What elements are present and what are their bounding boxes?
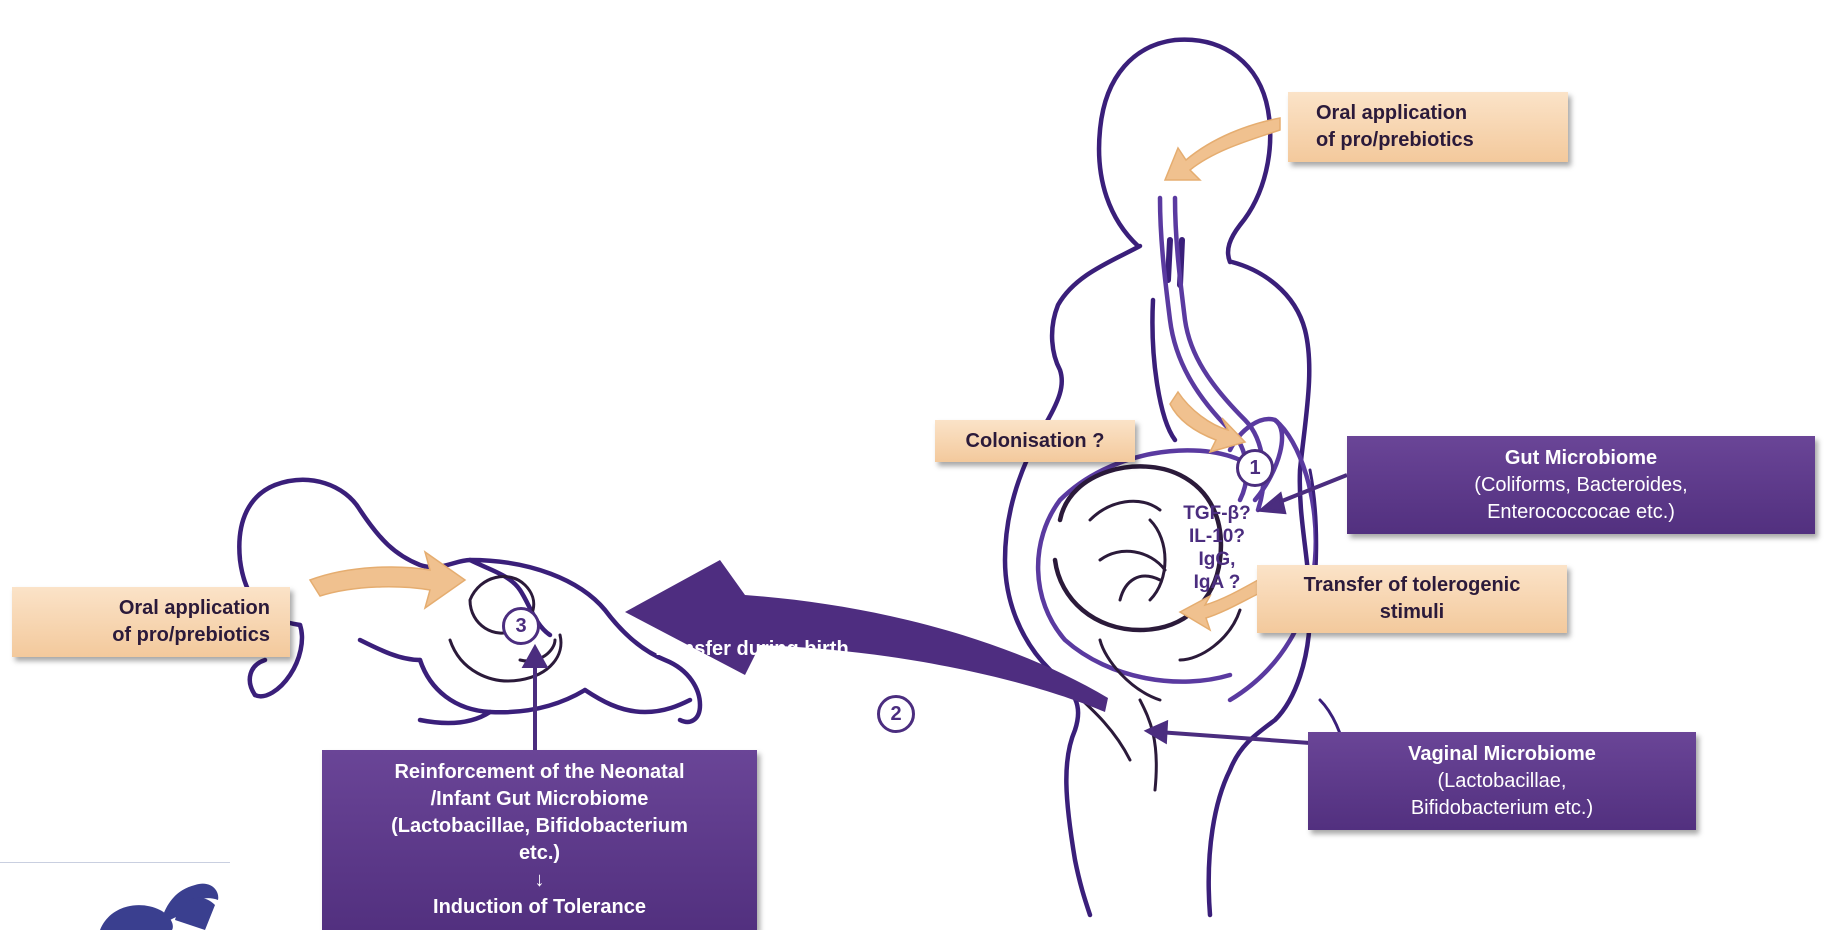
tolerogenic-line2: stimuli — [1380, 599, 1444, 626]
palm-tree-logo-icon — [100, 884, 218, 930]
cytokine-il10: IL-10? — [1172, 525, 1262, 548]
oral-left-line1: Oral application — [119, 595, 270, 622]
vaginal-microbiome-title: Vaginal Microbiome — [1408, 741, 1596, 768]
colonisation-box: Colonisation ? — [935, 420, 1135, 462]
logo-divider — [0, 862, 230, 863]
oral-top-line1: Oral application — [1316, 100, 1467, 127]
cytokine-igg: IgG, — [1172, 548, 1262, 571]
gut-microbiome-title: Gut Microbiome — [1505, 445, 1657, 472]
reinforcement-line3: (Lactobacillae, Bifidobacterium — [391, 813, 688, 840]
vaginal-microbiome-line2: Bifidobacterium etc.) — [1411, 795, 1593, 822]
transfer-tolerogenic-box: Transfer of tolerogenic stimuli — [1257, 565, 1567, 633]
step-2-badge: 2 — [877, 695, 915, 733]
down-arrow-icon: ↓ — [535, 867, 545, 894]
step-3-badge: 3 — [502, 607, 540, 645]
tan-arrow-infant — [310, 552, 465, 608]
step-1-badge: 1 — [1236, 449, 1274, 487]
gut-microbiome-box: Gut Microbiome (Coliforms, Bacteroides, … — [1347, 436, 1815, 534]
tan-arrow-top — [1165, 118, 1280, 180]
vaginal-microbiome-box: Vaginal Microbiome (Lactobacillae, Bifid… — [1308, 732, 1696, 830]
infant-outline — [239, 480, 700, 723]
reinforcement-line4: etc.) — [519, 840, 560, 867]
tolerogenic-line1: Transfer of tolerogenic — [1304, 572, 1521, 599]
gut-microbiome-line2: Enterococcocae etc.) — [1487, 499, 1675, 526]
cytokine-iga: IgA ? — [1172, 571, 1262, 594]
colonisation-label: Colonisation ? — [966, 428, 1105, 455]
reinforcement-box: Reinforcement of the Neonatal /Infant Gu… — [322, 750, 757, 930]
reinforcement-line2: /Infant Gut Microbiome — [431, 786, 649, 813]
cytokine-tgf: TGF-β? — [1172, 502, 1262, 525]
vaginal-microbiome-line1: (Lactobacillae, — [1438, 768, 1567, 795]
cytokine-list: TGF-β? IL-10? IgG, IgA ? — [1172, 502, 1262, 594]
gut-microbiome-line1: (Coliforms, Bacteroides, — [1474, 472, 1687, 499]
oral-top-line2: of pro/prebiotics — [1316, 127, 1474, 154]
transfer-during-birth-label: Transfer during birth — [652, 638, 849, 661]
oral-application-left-box: Oral application of pro/prebiotics — [12, 587, 290, 657]
oral-left-line2: of pro/prebiotics — [112, 622, 270, 649]
reinforcement-line1: Reinforcement of the Neonatal — [394, 759, 684, 786]
induction-of-tolerance: Induction of Tolerance — [433, 894, 646, 921]
oral-application-top-box: Oral application of pro/prebiotics — [1288, 92, 1568, 162]
